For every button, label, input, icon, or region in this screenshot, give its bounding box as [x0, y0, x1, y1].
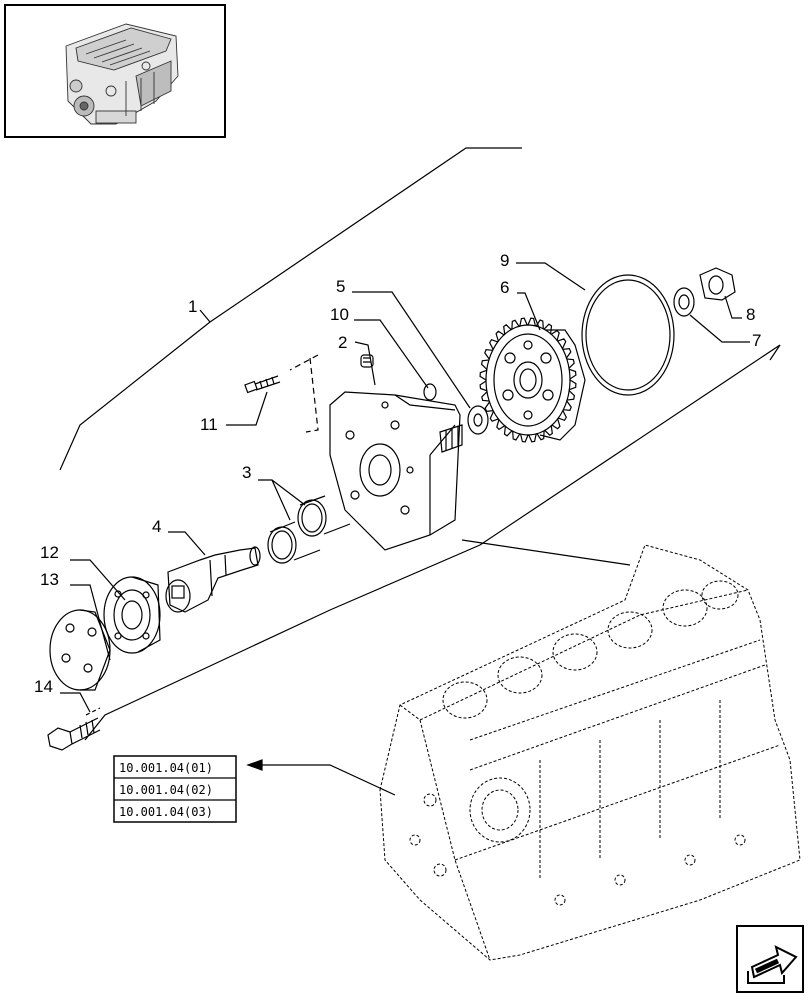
callout-13[interactable]: 13 — [40, 570, 59, 589]
leader-11-dashed — [289, 354, 319, 433]
leader-14 — [60, 692, 91, 713]
callout-1[interactable]: 1 — [188, 297, 197, 316]
reference-arrow — [246, 759, 263, 771]
reference-link-3[interactable]: 10.001.04(03) — [119, 805, 213, 819]
callout-12[interactable]: 12 — [40, 543, 59, 562]
leader-6 — [517, 292, 541, 331]
reference-table: 10.001.04(01) 10.001.04(02) 10.001.04(03… — [113, 755, 237, 823]
part-12-flange — [103, 576, 161, 654]
callout-3[interactable]: 3 — [242, 463, 251, 482]
group-bracket-lower — [84, 344, 781, 741]
callout-10[interactable]: 10 — [330, 305, 349, 324]
part-2-plug — [360, 354, 374, 368]
part-9-oring — [581, 274, 675, 396]
engine-thumbnail — [4, 4, 226, 138]
callout-8[interactable]: 8 — [746, 305, 755, 324]
part-14-bolt — [47, 717, 101, 751]
leader-1 — [199, 309, 211, 323]
reference-link-1[interactable]: 10.001.04(01) — [119, 761, 213, 775]
callout-11[interactable]: 11 — [200, 415, 218, 434]
leader-4 — [168, 531, 206, 556]
part-11-screw — [244, 375, 281, 394]
leader-reference — [250, 764, 396, 796]
leader-10 — [354, 319, 429, 389]
callout-2[interactable]: 2 — [338, 333, 347, 352]
callout-6[interactable]: 6 — [500, 278, 509, 297]
leader-3 — [258, 479, 306, 521]
part-13-cover — [49, 609, 111, 691]
engine-thumbnail-icon — [65, 23, 179, 125]
leader-12 — [70, 559, 126, 601]
reference-link-2[interactable]: 10.001.04(02) — [119, 783, 213, 797]
part-5-washer — [467, 405, 489, 435]
part-7-washer — [673, 287, 695, 317]
leader-14-dashed — [85, 707, 101, 716]
callout-labels: 1 2 3 4 5 6 7 8 9 10 11 12 13 14 — [34, 251, 761, 696]
callout-14[interactable]: 14 — [34, 677, 53, 696]
engine-block — [379, 544, 801, 961]
callout-5[interactable]: 5 — [336, 277, 345, 296]
block-leader — [461, 539, 631, 566]
next-page-button[interactable] — [736, 925, 804, 993]
leader-11 — [226, 391, 268, 426]
next-page-arrow-icon — [747, 945, 798, 984]
leader-5 — [352, 291, 471, 409]
callout-7[interactable]: 7 — [752, 331, 761, 350]
leader-8 — [724, 295, 742, 319]
leader-2 — [354, 341, 376, 386]
callout-9[interactable]: 9 — [500, 251, 509, 270]
leader-9 — [516, 262, 586, 291]
pump-body — [329, 391, 463, 551]
leader-7 — [689, 314, 750, 343]
part-4-shaft — [165, 546, 261, 613]
callout-4[interactable]: 4 — [152, 517, 161, 536]
part-3-bushings — [267, 495, 351, 564]
part-6-gear — [479, 317, 586, 443]
leader-13 — [70, 584, 111, 661]
part-10-ring — [423, 383, 437, 401]
part-8-nut — [699, 267, 736, 301]
